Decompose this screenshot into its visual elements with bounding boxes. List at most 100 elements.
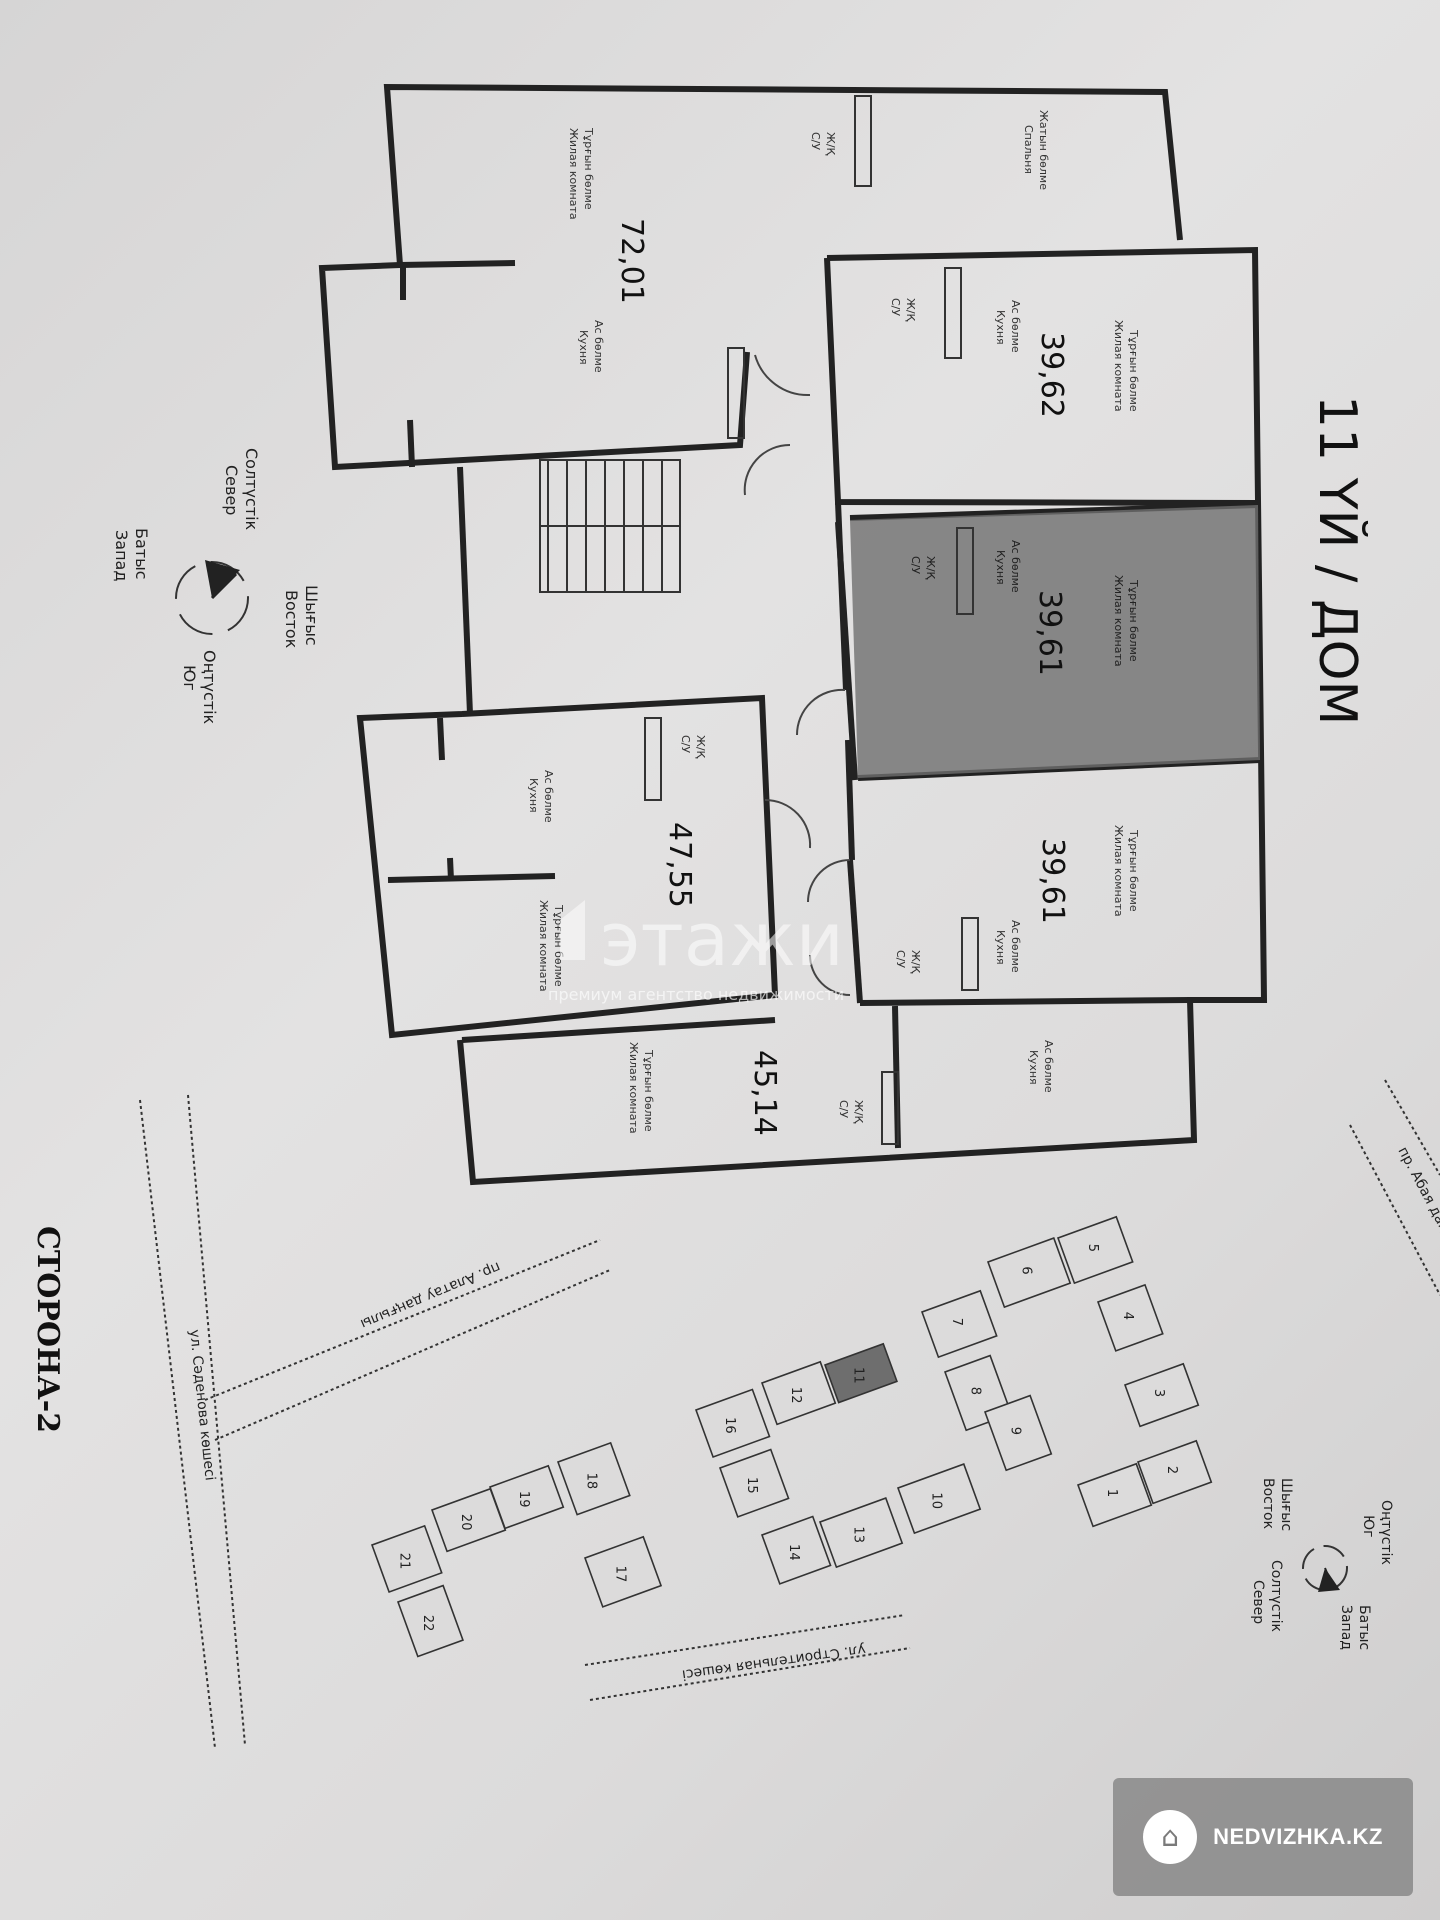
- site-building-number: 19: [516, 1491, 531, 1508]
- site-building-5: 5: [1056, 1215, 1134, 1285]
- home-icon: ⌂: [1143, 1810, 1198, 1864]
- watermark-brand: этажи: [600, 897, 844, 983]
- room-label: Ж/Қ: [824, 132, 837, 156]
- room-label: Ас бөлме: [1009, 920, 1022, 973]
- room-labels: Тұрғын бөлме Жилая комната Ас бөлме Кухн…: [527, 110, 1140, 1134]
- site-building-shape: [983, 1394, 1053, 1472]
- site-building-number: 2: [1164, 1466, 1179, 1474]
- room-label: С/У: [837, 1100, 850, 1118]
- compass-b-south-ru: Юг: [1360, 1515, 1376, 1537]
- site-building-shape: [1123, 1362, 1200, 1428]
- site-building-13: 13: [818, 1497, 904, 1569]
- room-area-2: 39,62: [1034, 332, 1069, 418]
- room-label: Ас бөлме: [1042, 1040, 1055, 1093]
- room-areas: 72,01 39,62 39,61 39,61 47,55 45,14: [614, 218, 1070, 1136]
- site-building-22: 22: [396, 1584, 464, 1658]
- site-building-16: 16: [694, 1388, 771, 1459]
- compass-b-north: Солтүстік: [1268, 1560, 1284, 1632]
- site-building-shape: [818, 1497, 904, 1569]
- site-building-3: 3: [1123, 1362, 1200, 1428]
- compass-east: Шығыс: [302, 585, 321, 646]
- watermark: этажи премиум агентство недвижимости: [548, 897, 844, 1004]
- room-label: Кухня: [577, 330, 590, 365]
- room-label: Жилая комната: [1112, 575, 1125, 667]
- compass-b-north-ru: Север: [1250, 1580, 1266, 1624]
- room-label: Ж/Қ: [904, 298, 917, 322]
- room-label: Жилая комната: [1112, 825, 1125, 917]
- site-building-20: 20: [430, 1487, 507, 1553]
- site-building-12: 12: [760, 1360, 837, 1426]
- room-area-4: 39,61: [1035, 838, 1070, 924]
- site-building-shape: [1056, 1215, 1134, 1285]
- compass-south: Оңтүстік: [200, 650, 219, 725]
- room-label: Жилая комната: [627, 1042, 640, 1134]
- room-area-3: 39,61: [1032, 590, 1067, 676]
- watermark-sub: премиум агентство недвижимости: [548, 985, 844, 1004]
- site-building-1: 1: [1076, 1462, 1153, 1528]
- site-building-shape: [583, 1535, 663, 1608]
- site-building-shape: [896, 1463, 982, 1535]
- room-label: Жатын бөлме: [1037, 110, 1050, 190]
- room-area-6: 45,14: [747, 1050, 782, 1136]
- room-label: Ас бөлме: [542, 770, 555, 823]
- compass-b-east-ru: Восток: [1260, 1478, 1276, 1529]
- site-building-number: 8: [968, 1387, 983, 1395]
- site-building-number: 13: [851, 1526, 866, 1543]
- bathroom-boxes: [644, 95, 979, 1145]
- room-label: С/У: [889, 298, 902, 316]
- doors: [743, 354, 851, 996]
- site-building-number: 12: [788, 1387, 803, 1404]
- site-building-number: 1: [1104, 1489, 1119, 1497]
- site-building-shape: [760, 1360, 837, 1426]
- site-building-number: 4: [1120, 1312, 1135, 1320]
- room-label: С/У: [809, 132, 822, 150]
- compass-b-east: Шығыс: [1278, 1478, 1294, 1531]
- street-sadenova: ул. Сәденова көшесі: [186, 1329, 218, 1482]
- street-alatau: пр. Алатау даңғылы: [358, 1258, 503, 1331]
- site-building-9: 9: [983, 1394, 1053, 1472]
- site-building-number: 21: [396, 1553, 411, 1570]
- compass-south-ru: Юг: [180, 665, 199, 691]
- room-label: Тұрғын бөлме: [642, 1049, 655, 1132]
- compass-top: Солтүстік Север Шығыс Восток Оңтүстік Юг…: [112, 448, 321, 725]
- site-building-number: 7: [949, 1318, 964, 1326]
- site-building-number: 20: [458, 1514, 473, 1531]
- room-label: Тұрғын бөлме: [1127, 829, 1140, 912]
- site-building-number: 22: [420, 1615, 435, 1632]
- room-label: Кухня: [527, 778, 540, 813]
- room-label: С/У: [909, 556, 922, 574]
- compass-bottom: Оңтүстік Юг Шығыс Восток Солтүстік Север…: [1250, 1478, 1394, 1650]
- compass-b-west-ru: Запад: [1338, 1605, 1354, 1650]
- site-building-number: 3: [1151, 1389, 1166, 1397]
- site-building-number: 11: [850, 1367, 865, 1384]
- site-building-number: 9: [1008, 1427, 1023, 1435]
- room-label: С/У: [679, 735, 692, 753]
- room-label: Тұрғын бөлме: [582, 127, 595, 210]
- room-label: Жилая комната: [1112, 320, 1125, 412]
- site-building-11: 11: [823, 1342, 898, 1404]
- room-label: Жилая комната: [567, 128, 580, 220]
- room-label: Ас бөлме: [1009, 300, 1022, 353]
- compass-b-west: Батыс: [1356, 1605, 1372, 1650]
- room-label: Спальня: [1022, 125, 1035, 174]
- site-building-2: 2: [1136, 1439, 1213, 1505]
- site-building-number: 17: [613, 1566, 628, 1583]
- site-building-shape: [556, 1441, 631, 1516]
- room-label: Кухня: [1027, 1050, 1040, 1085]
- street-stroitelnaya: ул. Строительная көшесі: [681, 1641, 867, 1683]
- site-building-shape: [370, 1524, 443, 1594]
- site-building-shape: [430, 1487, 507, 1553]
- storona-label: СТОРОНА-2: [30, 1226, 65, 1433]
- site-building-21: 21: [370, 1524, 443, 1594]
- compass-north-ru: Север: [222, 465, 241, 515]
- badge-text: NEDVIZHKA.KZ: [1213, 1824, 1383, 1849]
- compass-east-ru: Восток: [282, 590, 301, 649]
- compass-arrow-icon: [1324, 1567, 1335, 1591]
- nedvizhka-badge[interactable]: ⌂ NEDVIZHKA.KZ: [1113, 1778, 1413, 1896]
- site-building-10: 10: [896, 1463, 982, 1535]
- room-label: Тұрғын бөлме: [1127, 329, 1140, 412]
- site-building-18: 18: [556, 1441, 631, 1516]
- site-building-shape: [1096, 1283, 1164, 1352]
- site-building-number: 18: [583, 1473, 598, 1490]
